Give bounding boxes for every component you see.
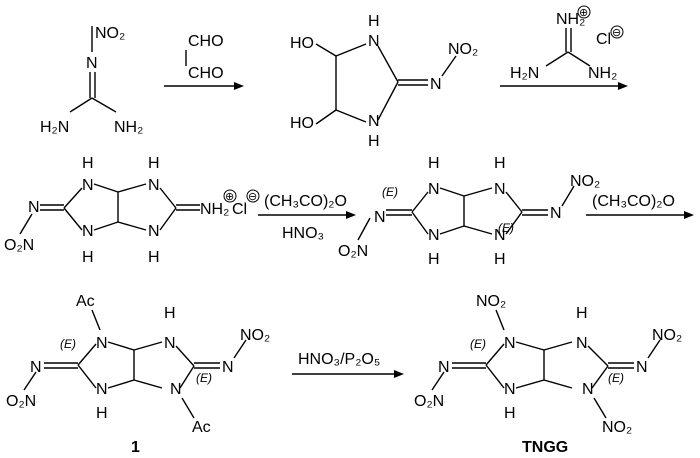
nitroguanidine-imine-n: N	[86, 55, 98, 72]
salt-h-tl: H	[82, 155, 94, 172]
nitroguanidine-nh2: NH₂	[114, 119, 143, 136]
salt-plus-sign: ⊕	[225, 191, 234, 203]
reaction-arrow-5: HNO₃/P₂O₅	[292, 351, 404, 378]
glyoxal-cho-top: CHO	[188, 33, 224, 50]
arrow3-reagent-hno3: HNO₃	[282, 225, 324, 242]
c1-no2: NO₂	[240, 327, 270, 344]
mid-e-tag-left: (E)	[382, 185, 398, 199]
mid-n-tl: N	[428, 181, 440, 198]
mid-n-tr: N	[494, 181, 506, 198]
dihydroxy-ho-top: HO	[290, 35, 314, 52]
dihydroxy-imidazolidine-structure: HO HO N N H H N NO₂	[290, 13, 478, 150]
c1-h-tr: H	[164, 305, 176, 322]
guanidine-hcl-reagent: NH₂ ⊕ Cl ⊖ H₂N NH₂	[510, 5, 624, 82]
tngg-e-tag-right: (E)	[608, 371, 624, 385]
mid-h-tl: H	[428, 155, 440, 172]
c1-exo-n-right: N	[222, 359, 234, 376]
tngg-e-tag-left: (E)	[470, 337, 486, 351]
bicyclic-iminium-salt-structure: O₂N N N N H H N N H H NH₂ ⊕ Cl ⊖	[4, 155, 260, 266]
reaction-arrow-4: (CH₃CO)₂O	[586, 193, 694, 219]
dihydroxy-no2: NO₂	[448, 41, 478, 58]
mid-n-br: N	[494, 227, 506, 244]
salt-minus-sign: ⊖	[248, 191, 257, 203]
nitroguanidine-structure: NO₂ N H₂N NH₂	[40, 25, 143, 136]
tngg-structure: NO₂ (E) O₂N N N N H N H N (E) N NO₂ NO₂	[414, 293, 682, 436]
dihydroxy-h-bottom: H	[368, 133, 380, 150]
dihydroxy-ho-bottom: HO	[290, 115, 314, 132]
tngg-n-br: N	[582, 381, 594, 398]
salt-o2n: O₂N	[4, 237, 34, 254]
reaction-arrow-2	[500, 82, 628, 90]
salt-n-bl: N	[82, 223, 94, 240]
salt-h-bl: H	[82, 249, 94, 266]
tngg-no2-bottom: NO₂	[602, 419, 632, 436]
mid-h-bl: H	[428, 251, 440, 268]
tngg-h-bl: H	[504, 405, 516, 422]
compound-label-tngg: TNGG	[522, 439, 568, 456]
nitroguanidine-h2n: H₂N	[40, 119, 69, 136]
dihydroxy-n-bottom: N	[368, 113, 380, 130]
guanidine-h2n: H₂N	[510, 65, 539, 82]
tngg-o2n: O₂N	[414, 393, 444, 410]
tngg-exo-n-right: N	[636, 359, 648, 376]
salt-n-br: N	[148, 223, 160, 240]
c1-e-tag-right: (E)	[196, 371, 212, 385]
c1-o2n: O₂N	[6, 393, 36, 410]
dinitroimino-intermediate-structure: O₂N (E) N N N H H N N H H (E) N NO₂	[338, 155, 600, 268]
salt-exo-n-left: N	[28, 199, 40, 216]
mid-n-bl: N	[428, 227, 440, 244]
glyoxal-reagent: CHO CHO	[185, 33, 224, 82]
c1-exo-n-left: N	[30, 359, 42, 376]
tngg-n-tl: N	[504, 335, 516, 352]
salt-nh2-plus: NH₂	[200, 201, 229, 218]
arrow3-reagent-ac2o: (CH₃CO)₂O	[264, 193, 347, 210]
mid-h-tr: H	[494, 155, 506, 172]
salt-n-tl: N	[82, 177, 94, 194]
salt-h-br: H	[148, 249, 160, 266]
dihydroxy-n-top: N	[368, 33, 380, 50]
guanidine-plus-sign: ⊕	[579, 7, 588, 19]
guanidine-nh2: NH₂	[588, 65, 617, 82]
c1-n-tl: N	[96, 335, 108, 352]
c1-n-br: N	[170, 381, 182, 398]
reaction-arrow-1	[164, 82, 244, 90]
mid-exo-n-right: N	[550, 205, 562, 222]
guanidine-nh2-plus: NH₂	[556, 11, 585, 28]
mid-e-tag-right: (E)	[498, 221, 514, 235]
dihydroxy-exo-n: N	[430, 76, 442, 93]
guanidine-cl: Cl	[596, 31, 611, 48]
tngg-no2-right: NO₂	[652, 327, 682, 344]
c1-n-bl: N	[96, 381, 108, 398]
tngg-no2-top: NO₂	[476, 293, 506, 310]
arrow5-reagent-nitration: HNO₃/P₂O₅	[298, 351, 380, 368]
salt-h-tr: H	[148, 155, 160, 172]
c1-h-bl: H	[96, 405, 108, 422]
compound-1-structure: Ac (E) O₂N N N N H N H N (E) N NO₂ Ac	[6, 293, 270, 436]
glyoxal-cho-bottom: CHO	[188, 65, 224, 82]
mid-exo-n-left: N	[374, 209, 386, 226]
c1-e-tag-left: (E)	[60, 337, 76, 351]
tngg-n-tr: N	[576, 335, 588, 352]
salt-n-tr: N	[148, 177, 160, 194]
c1-ac-top: Ac	[76, 293, 95, 310]
c1-n-tr: N	[164, 335, 176, 352]
c1-ac-bottom: Ac	[192, 419, 211, 436]
compound-label-1: 1	[131, 439, 140, 456]
salt-cl: Cl	[232, 201, 247, 218]
mid-no2: NO₂	[570, 173, 600, 190]
dihydroxy-h-top: H	[368, 13, 380, 30]
mid-h-br: H	[494, 251, 506, 268]
tngg-n-bl: N	[504, 381, 516, 398]
tngg-h-tr: H	[576, 305, 588, 322]
arrow4-reagent-ac2o: (CH₃CO)₂O	[592, 193, 675, 210]
tngg-exo-n-left: N	[438, 359, 450, 376]
nitroguanidine-no2: NO₂	[95, 25, 125, 42]
guanidine-minus-sign: ⊖	[612, 27, 621, 39]
mid-o2n: O₂N	[338, 243, 368, 260]
reaction-arrow-3: (CH₃CO)₂O HNO₃	[258, 193, 356, 242]
